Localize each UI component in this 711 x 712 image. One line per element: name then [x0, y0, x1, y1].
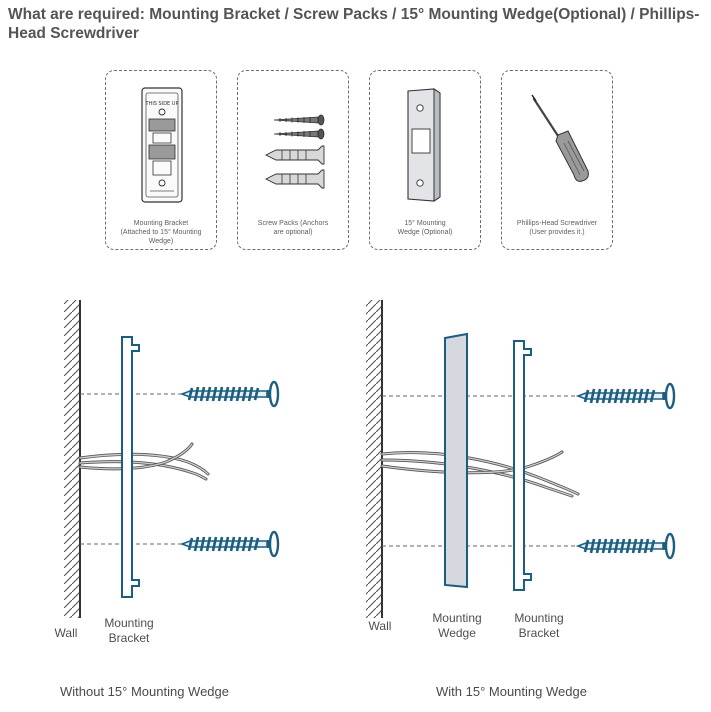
mounting-bracket-profile: [513, 340, 532, 591]
diagram-without-wedge: [64, 300, 280, 618]
cable-bundle: [380, 450, 580, 498]
screwdriver-icon: [531, 94, 589, 182]
mounting-wedge-profile: [444, 332, 468, 589]
caption-line: (Attached to 15° Mounting Wedge): [120, 229, 202, 245]
item-card-mounting-wedge: 15° Mounting Wedge (Optional): [369, 70, 481, 250]
caption-line: Phillips-Head Screwdriver: [516, 220, 598, 227]
item-caption: Phillips-Head Screwdriver (User provides…: [504, 219, 610, 237]
diagram-with-wedge: [366, 300, 676, 618]
screw-icon: [180, 380, 280, 408]
label-wall-left: Wall: [54, 626, 78, 640]
page-title: What are required: Mounting Bracket / Sc…: [8, 6, 700, 42]
caption-with-wedge: With 15° Mounting Wedge: [436, 684, 587, 699]
item-card-screwdriver: Phillips-Head Screwdriver (User provides…: [501, 70, 613, 250]
label-line: Mounting: [432, 611, 482, 625]
item-caption: Screw Packs (Anchors are optional): [240, 219, 346, 237]
mounting-bracket-profile: [121, 336, 140, 598]
item-caption: Mounting Bracket (Attached to 15° Mounti…: [108, 219, 214, 246]
cable-bundle: [78, 442, 210, 481]
wall-hatching: [366, 300, 382, 618]
caption-without-wedge: Without 15° Mounting Wedge: [60, 684, 229, 699]
mounting-wedge-icon: [407, 88, 441, 202]
label-line: Mounting: [104, 616, 154, 630]
caption-line: (User provides it.): [529, 229, 585, 236]
label-line: Bracket: [518, 626, 560, 640]
item-card-mounting-bracket: THIS SIDE UP Mounting Bracket (Attached …: [105, 70, 217, 250]
label-line: Bracket: [108, 631, 150, 645]
caption-line: are optional): [273, 229, 313, 236]
screw-icon: [180, 530, 280, 558]
screw-icon: [576, 532, 676, 560]
label-line: Mounting: [514, 611, 564, 625]
caption-line: 15° Mounting: [404, 220, 446, 227]
label-line: Wedge: [438, 626, 476, 640]
bracket-imprint: THIS SIDE UP: [145, 101, 179, 107]
label-wedge-right: Mounting Wedge: [422, 611, 492, 641]
item-card-screw-packs: Screw Packs (Anchors are optional): [237, 70, 349, 250]
caption-line: Mounting Bracket: [133, 220, 189, 227]
screw-pack-icon: [264, 114, 325, 189]
label-bracket-right: Mounting Bracket: [504, 611, 574, 641]
label-bracket-left: Mounting Bracket: [94, 616, 164, 646]
wall-hatching: [64, 300, 80, 618]
caption-line: Wedge (Optional): [397, 229, 453, 236]
mounting-bracket-icon: THIS SIDE UP: [141, 87, 183, 203]
screw-icon: [576, 382, 676, 410]
caption-line: Screw Packs (Anchors: [257, 220, 329, 227]
item-caption: 15° Mounting Wedge (Optional): [372, 219, 478, 237]
label-wall-right: Wall: [368, 619, 392, 633]
